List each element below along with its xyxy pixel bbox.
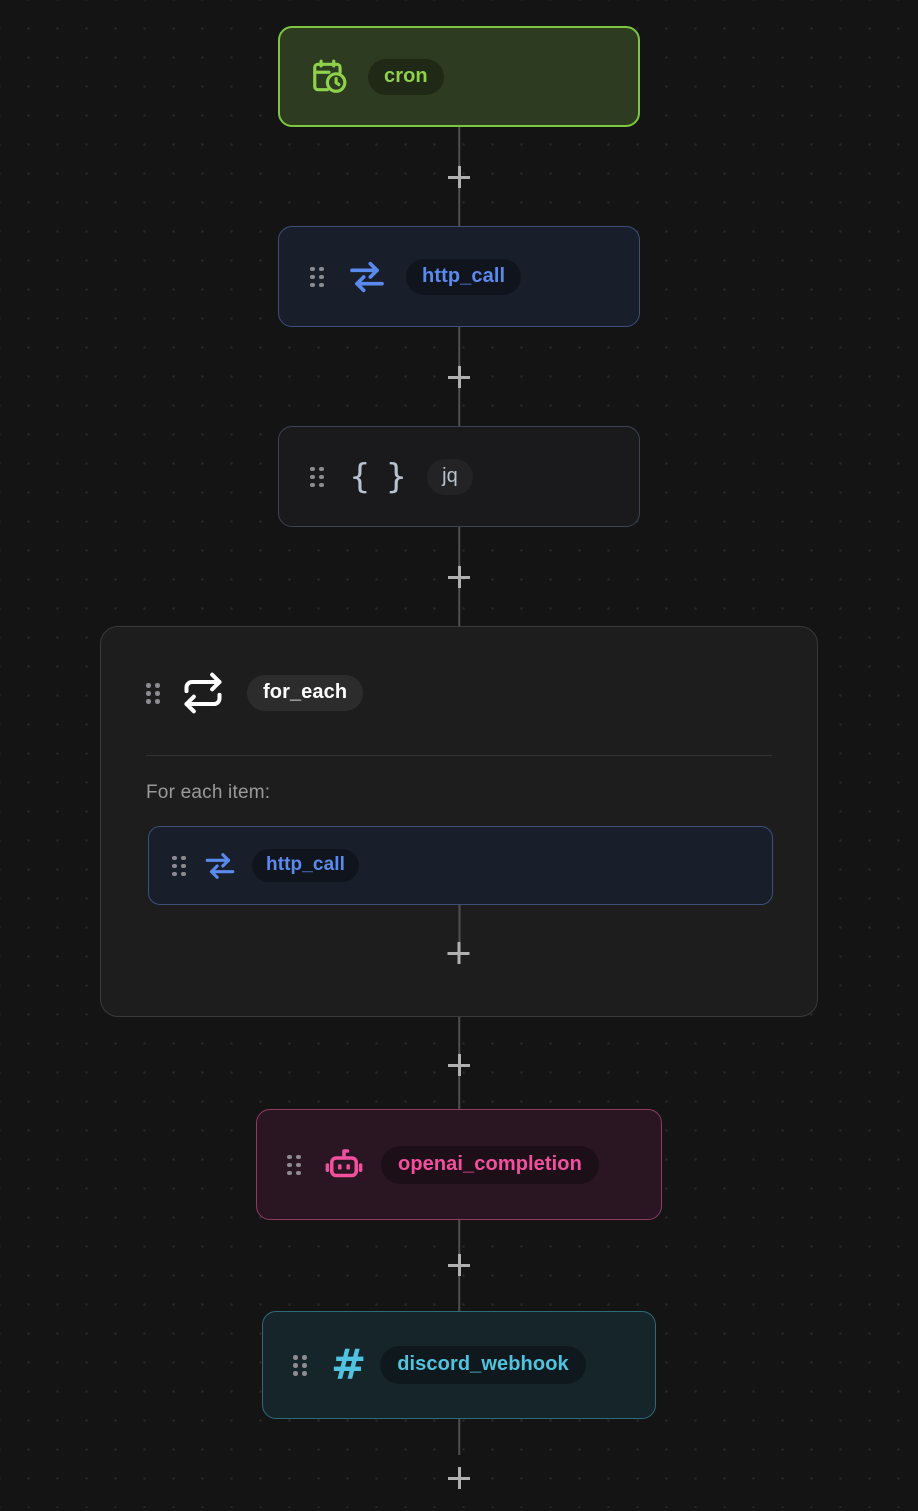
- node-http-call[interactable]: http_call: [278, 226, 640, 327]
- exchange-arrows-icon: [203, 849, 237, 883]
- repeat-loop-icon: [181, 671, 225, 715]
- calendar-clock-icon: [310, 58, 348, 96]
- hash-icon: #: [331, 1340, 367, 1389]
- node-label-http-call-nested: http_call: [252, 849, 360, 882]
- add-step-button[interactable]: [446, 1252, 472, 1278]
- exchange-arrows-icon: [347, 257, 387, 297]
- drag-handle-icon[interactable]: [310, 466, 324, 487]
- node-openai-completion[interactable]: openai_completion: [256, 1109, 662, 1220]
- node-discord-webhook[interactable]: # discord_webhook: [262, 1311, 656, 1419]
- node-cron[interactable]: cron: [278, 26, 640, 127]
- node-label-cron: cron: [368, 58, 444, 95]
- drag-handle-icon[interactable]: [146, 683, 160, 704]
- node-label-openai-completion: openai_completion: [381, 1145, 599, 1184]
- for-each-header: for_each: [101, 627, 817, 715]
- add-step-button[interactable]: [446, 1465, 472, 1491]
- drag-handle-icon[interactable]: [310, 266, 324, 287]
- connector-line: [458, 905, 460, 943]
- node-http-call-nested[interactable]: http_call: [148, 826, 773, 905]
- add-step-button[interactable]: [446, 1052, 472, 1078]
- for-each-item-label: For each item:: [146, 782, 271, 803]
- for-each-divider: [146, 755, 772, 756]
- robot-icon: [323, 1144, 365, 1186]
- drag-handle-icon[interactable]: [293, 1355, 307, 1376]
- node-for-each[interactable]: for_each For each item: http_call: [100, 626, 818, 1017]
- drag-handle-icon[interactable]: [172, 855, 186, 876]
- add-step-button[interactable]: [446, 164, 472, 190]
- curly-braces-icon: { }: [349, 456, 410, 497]
- drag-handle-icon[interactable]: [287, 1154, 301, 1175]
- node-jq[interactable]: { } jq: [278, 426, 640, 527]
- add-step-button[interactable]: [446, 364, 472, 390]
- connector-line: [458, 1419, 460, 1455]
- add-step-button[interactable]: [446, 564, 472, 590]
- node-label-for-each: for_each: [247, 675, 364, 711]
- node-label-jq: jq: [427, 458, 473, 495]
- add-step-button[interactable]: [446, 940, 472, 966]
- node-label-discord-webhook: discord_webhook: [380, 1346, 586, 1384]
- node-label-http-call: http_call: [406, 258, 522, 295]
